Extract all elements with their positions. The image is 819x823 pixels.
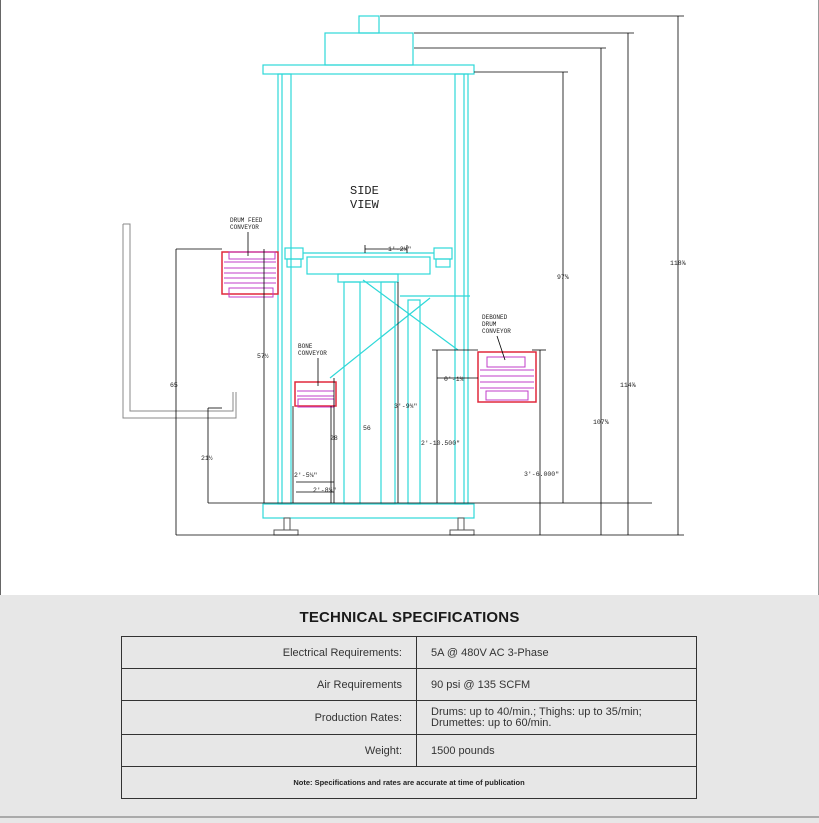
dim-114: 114⅜ [620, 382, 636, 389]
dim-3-9: 3'-9¾" [394, 403, 418, 410]
machine-frame [262, 15, 475, 519]
machine-feet [273, 517, 475, 536]
dim-2-8: 2'-8¼" [313, 487, 337, 494]
dim-118: 118⅜ [670, 260, 686, 267]
label-drum-feed: DRUM FEED [230, 217, 263, 224]
view-label-side: SIDE [350, 184, 379, 198]
dim-65: 65 [170, 382, 178, 389]
technical-specifications-panel: TECHNICAL SPECIFICATIONS Electrical Requ… [0, 595, 819, 823]
label-bone: BONE [298, 343, 313, 350]
dim-21: 21½ [201, 454, 213, 462]
spec-value: 90 psi @ 135 SCFM [416, 668, 697, 701]
spec-label: Weight: [121, 734, 417, 767]
dim-0-1: 0'-1¾ [444, 376, 464, 383]
dim-2-10: 2'-10.500" [421, 440, 460, 447]
label-bone-conveyor: CONVEYOR [298, 350, 327, 357]
drum-feed-conveyor [221, 251, 279, 298]
table-row: Electrical Requirements: 5A @ 480V AC 3-… [121, 636, 697, 669]
dim-57: 57½ [257, 352, 269, 360]
dim-28: 28 [330, 435, 338, 442]
spec-value: Drums: up to 40/min.; Thighs: up to 35/m… [416, 700, 697, 735]
dim-2-5: 2'-5⅛" [294, 472, 318, 479]
bottom-divider [0, 816, 819, 818]
table-row: Weight: 1500 pounds [121, 734, 697, 767]
table-row: Note: Specifications and rates are accur… [121, 766, 697, 799]
label-deboned: DEBONED [482, 314, 508, 321]
label-drum-feed-conveyor: CONVEYOR [230, 224, 259, 231]
specs-title: TECHNICAL SPECIFICATIONS [299, 609, 520, 626]
left-support-bracket [122, 223, 237, 419]
dimension-lines [175, 15, 684, 536]
table-row: Production Rates: Drums: up to 40/min.; … [121, 700, 697, 735]
spec-value-line: Drums: up to 40/min.; Thighs: up to 35/m… [431, 705, 642, 718]
dim-56: 56 [363, 425, 371, 432]
bone-conveyor [294, 381, 337, 408]
view-label-view: VIEW [350, 198, 380, 212]
specs-note: Note: Specifications and rates are accur… [121, 766, 697, 799]
dim-top-width: 1'-2¼" [388, 246, 412, 253]
dim-3-6: 3'-6.000" [524, 471, 559, 478]
dim-107: 107⅝ [593, 419, 609, 426]
label-deboned-conveyor: CONVEYOR [482, 328, 511, 335]
deboned-drum-conveyor [477, 351, 537, 403]
side-view-drawing: SIDE VIEW DRUM FEED CONVEYOR BONE CONVEY… [122, 15, 686, 536]
spec-label: Air Requirements [121, 668, 417, 701]
dim-97: 97⅝ [557, 274, 569, 281]
spec-label: Electrical Requirements: [121, 636, 417, 669]
spec-value: 1500 pounds [416, 734, 697, 767]
spec-label: Production Rates: [121, 700, 417, 735]
table-row: Air Requirements 90 psi @ 135 SCFM [121, 668, 697, 701]
spec-value-line: Drumettes: up to 60/min. [431, 716, 552, 729]
specs-table: Electrical Requirements: 5A @ 480V AC 3-… [121, 636, 697, 799]
spec-value: 5A @ 480V AC 3-Phase [416, 636, 697, 669]
label-deboned-drum: DRUM [482, 321, 497, 328]
page-left-edge [0, 0, 1, 823]
